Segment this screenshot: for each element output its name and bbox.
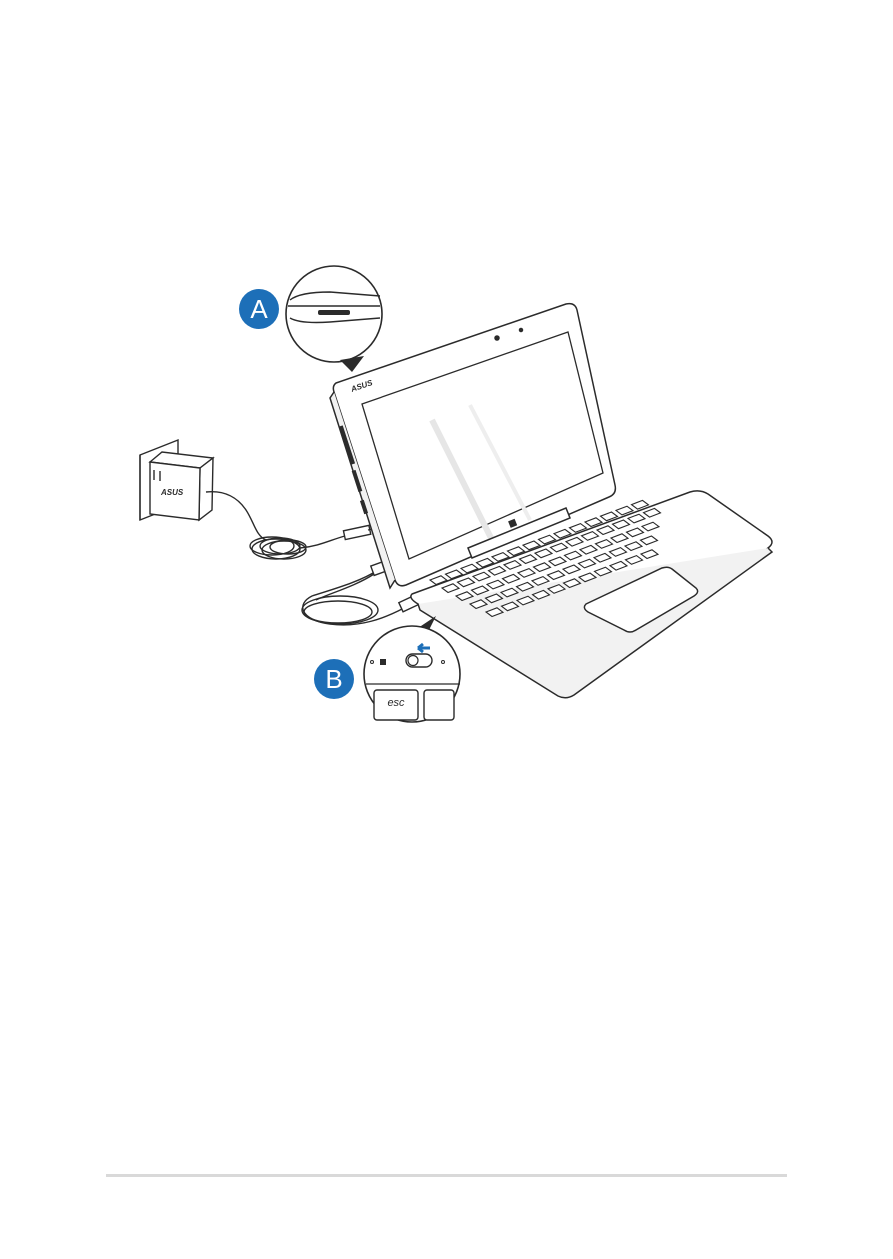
power-adapter: ASUS [150,452,213,520]
callout-a-letter: A [250,294,268,324]
power-button-zoom [318,310,350,315]
lock-icon [380,659,386,665]
footer-rule [106,1174,787,1177]
callout-b: esc B [314,616,460,722]
esc-key-label: esc [387,697,405,709]
callout-a: A [239,266,382,372]
adapter-brand-text: ASUS [160,488,184,497]
callout-b-letter: B [325,664,342,694]
power-cord [206,492,378,559]
